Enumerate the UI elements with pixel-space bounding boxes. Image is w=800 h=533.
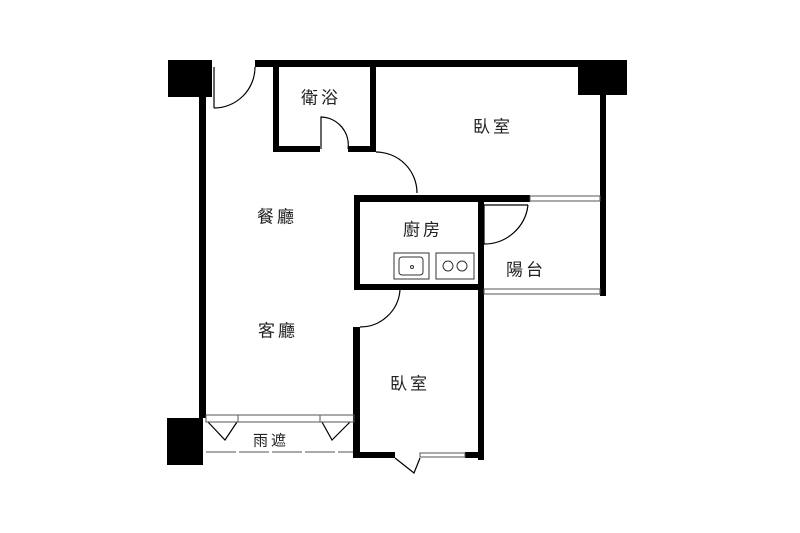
room-label-kitchen: 廚房	[403, 220, 443, 241]
bedroom2-window-door	[394, 457, 421, 474]
kitchen-wall-left	[354, 195, 360, 290]
wall-right	[600, 95, 606, 296]
windows	[205, 195, 601, 458]
column-bottom-left	[167, 418, 203, 465]
kitchen-wall-right	[478, 200, 484, 460]
column-top-left	[168, 60, 212, 97]
bedroom-door	[375, 151, 418, 194]
room-label-dining: 餐廳	[257, 207, 297, 228]
stove	[435, 252, 475, 280]
bay-door-right	[321, 421, 351, 441]
room-label-balcony: 陽台	[506, 260, 546, 281]
room-label-rain-shelter: 雨遮	[252, 431, 290, 450]
entry-door	[213, 66, 256, 109]
living-window	[205, 414, 355, 423]
bath-wall-bottom-b	[348, 146, 376, 152]
wall-left	[199, 97, 206, 418]
room-label-bedroom-main: 臥室	[473, 117, 513, 138]
walls	[167, 60, 627, 465]
bedroom-window	[529, 195, 601, 202]
balcony-door	[483, 204, 529, 245]
room-label-living: 客廳	[258, 321, 298, 342]
room-label-bathroom: 衛浴	[301, 88, 341, 109]
bath-wall-right	[370, 67, 376, 152]
bedroom2-wall-bottom-b	[465, 452, 484, 458]
bay-door-left	[207, 421, 238, 441]
column-top-right	[578, 60, 627, 95]
bedroom2-window	[419, 452, 466, 458]
balcony-railing	[483, 288, 601, 295]
wall-top	[255, 60, 580, 67]
bath-wall-left	[273, 67, 279, 152]
doors	[207, 66, 529, 474]
sink	[393, 252, 430, 280]
kitchen-wall-bottom	[354, 284, 484, 290]
bedroom2-wall-bottom-a	[353, 452, 395, 458]
bath-wall-bottom-a	[273, 146, 320, 152]
bath-door	[320, 116, 349, 150]
bedroom2-wall-left	[353, 327, 360, 458]
room-label-bedroom-second: 臥室	[390, 374, 430, 395]
kitchen-wall-top	[354, 195, 530, 202]
bedroom2-door	[359, 289, 401, 328]
